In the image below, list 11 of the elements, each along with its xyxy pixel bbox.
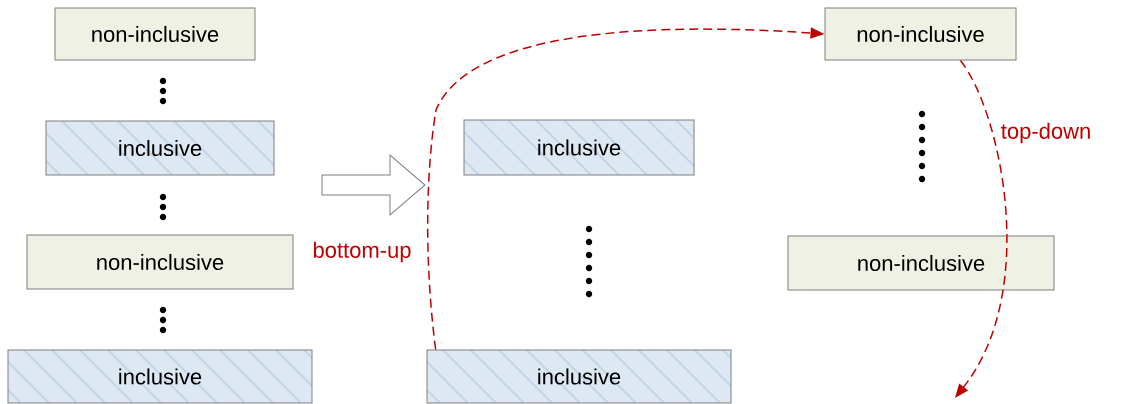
layer-box: non-inclusive [26, 234, 294, 290]
layer-box: non-inclusive [54, 7, 256, 61]
layer-box: inclusive [426, 349, 732, 404]
curved-arrow [955, 59, 1008, 398]
layer-box: non-inclusive [787, 235, 1055, 291]
layer-box: inclusive [463, 119, 695, 176]
layer-box: non-inclusive [824, 7, 1017, 61]
layer-box: inclusive [7, 349, 313, 404]
edge-label: top-down [999, 121, 1093, 145]
edge-label: bottom-up [311, 240, 413, 264]
layer-box: inclusive [45, 120, 275, 176]
